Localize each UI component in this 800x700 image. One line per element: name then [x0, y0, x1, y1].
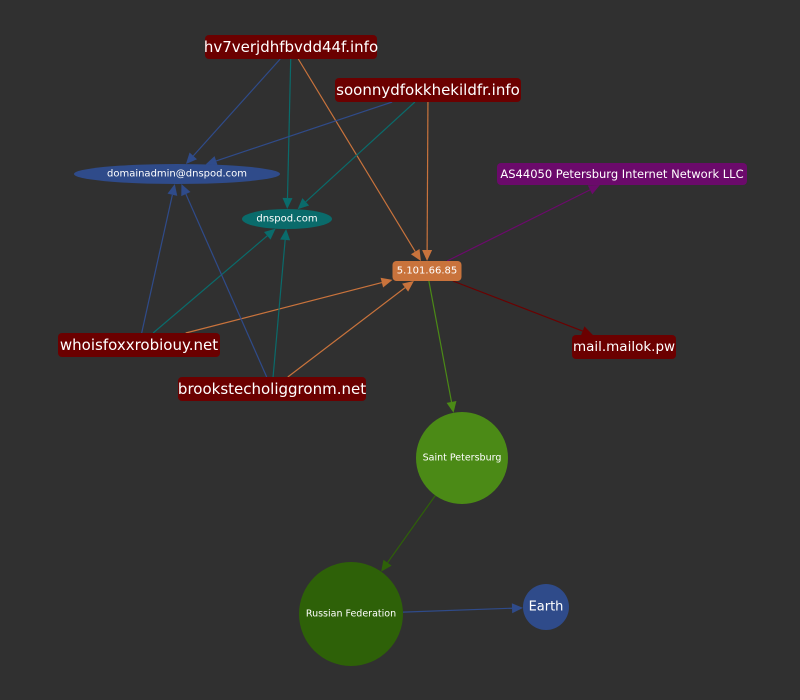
node-country[interactable]: Russian Federation [299, 562, 403, 666]
edge-line [215, 101, 393, 162]
node-shape [205, 35, 377, 59]
edge-brooks-to-email [181, 183, 268, 378]
arrowhead-icon [446, 401, 457, 413]
edge-spb-to-rf [381, 495, 436, 572]
node-asn[interactable]: AS44050 Petersburg Internet Network LLC [497, 163, 747, 185]
edge-brooks-to-dnspod [272, 228, 291, 378]
edge-ip-to-mail [452, 280, 593, 336]
node-shape [178, 377, 366, 401]
edge-ip-to-as [446, 185, 600, 262]
node-shape [572, 335, 676, 359]
node-shape [335, 78, 521, 102]
edge-whois-to-email [141, 183, 178, 334]
arrowhead-icon [280, 228, 291, 241]
arrowhead-icon [185, 152, 198, 165]
node-domain[interactable]: whoisfoxxrobiouy.net [58, 333, 220, 357]
edge-line [287, 287, 406, 378]
arrowhead-icon [511, 603, 524, 614]
edge-line [192, 58, 281, 157]
edge-line [152, 235, 268, 334]
edge-line [141, 194, 173, 334]
node-email[interactable]: domainadmin@dnspod.com [74, 164, 280, 184]
node-label: AS44050 Petersburg Internet Network LLC [500, 167, 743, 181]
node-label: hv7verjdhfbvdd44f.info [204, 38, 378, 56]
node-shape [392, 261, 462, 281]
arrowhead-icon [587, 185, 600, 195]
node-label: domainadmin@dnspod.com [107, 169, 247, 180]
node-shape [74, 164, 280, 184]
arrowhead-icon [282, 197, 293, 210]
node-label: 5.101.66.85 [397, 266, 457, 277]
node-shape [416, 412, 508, 504]
node-label: whoisfoxxrobiouy.net [60, 336, 218, 354]
edge-line [426, 101, 429, 251]
arrowhead-icon [205, 156, 218, 166]
node-domain[interactable]: soonnydfokkhekildfr.info [335, 78, 521, 102]
node-label: dnspod.com [256, 214, 317, 225]
edge-line [286, 58, 292, 199]
edge-soonny-to-dnspod [297, 101, 416, 210]
node-label: mail.mailok.pw [573, 339, 675, 355]
node-label: Saint Petersburg [423, 453, 502, 464]
arrowhead-icon [410, 249, 421, 261]
arrowhead-icon [181, 183, 191, 197]
edge-whois-to-ip [185, 277, 393, 334]
node-label: soonnydfokkhekildfr.info [336, 81, 520, 99]
edge-line [387, 495, 436, 564]
edge-rf-to-earth [402, 603, 524, 614]
node-domain[interactable]: brookstecholiggronm.net [178, 377, 366, 401]
node-nameserver[interactable]: dnspod.com [242, 209, 332, 229]
edge-line [402, 607, 513, 613]
edge-line [305, 101, 416, 203]
node-shape [58, 333, 220, 357]
node-shape [523, 584, 569, 630]
arrowhead-icon [402, 281, 414, 292]
edge-hv7-to-dnspod [282, 58, 293, 210]
node-label: Earth [529, 600, 564, 615]
edge-soonny-to-email [205, 101, 393, 166]
node-shape [242, 209, 332, 229]
node-ip[interactable]: 5.101.66.85 [392, 261, 462, 281]
edge-hv7-to-email [185, 58, 281, 165]
edge-brooks-to-ip [287, 281, 414, 378]
node-shape [299, 562, 403, 666]
edge-whois-to-dnspod [152, 228, 276, 334]
arrowhead-icon [167, 183, 178, 196]
arrowhead-icon [381, 559, 392, 572]
arrowhead-icon [380, 277, 393, 288]
node-planet[interactable]: Earth [523, 584, 569, 630]
nodes-layer: hv7verjdhfbvdd44f.info soonnydfokkhekildf… [58, 35, 747, 666]
edge-line [272, 239, 286, 378]
arrowhead-icon [264, 228, 276, 240]
node-label: Russian Federation [306, 609, 396, 620]
edge-line [185, 193, 268, 378]
edge-line [185, 282, 382, 334]
edge-line [446, 189, 591, 262]
node-label: brookstecholiggronm.net [178, 380, 366, 398]
edges-layer [141, 58, 600, 614]
arrowhead-icon [422, 249, 433, 261]
arrowhead-icon [580, 326, 593, 336]
arrowhead-icon [297, 198, 310, 210]
node-city[interactable]: Saint Petersburg [416, 412, 508, 504]
node-domain[interactable]: mail.mailok.pw [572, 335, 676, 359]
node-shape [497, 163, 747, 185]
edge-ip-to-spb [428, 280, 457, 413]
edge-line [428, 280, 453, 403]
node-domain[interactable]: hv7verjdhfbvdd44f.info [204, 35, 378, 59]
edge-soonny-to-ip [422, 101, 433, 261]
edge-line [452, 280, 583, 332]
